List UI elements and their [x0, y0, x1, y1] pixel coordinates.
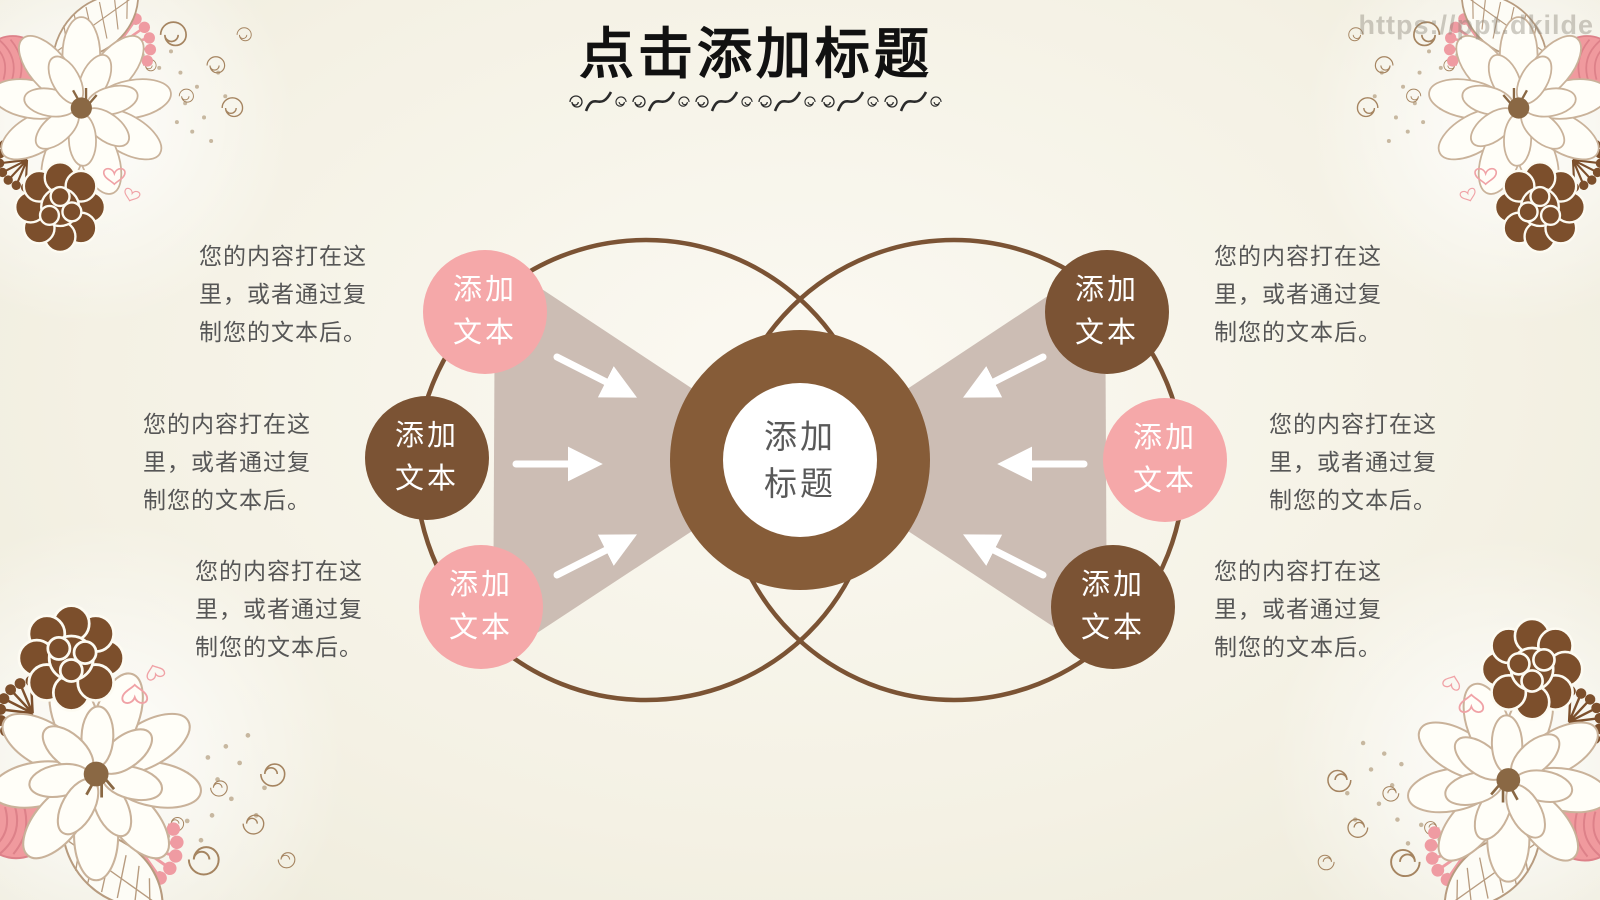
diagram-node-right-middle[interactable]: 添加 文本	[1103, 398, 1227, 522]
slide-title[interactable]: 点击添加标题	[578, 23, 933, 85]
arrow-left-bottom-icon	[553, 534, 637, 579]
diagram-center-label: 添加 标题	[723, 383, 877, 537]
arrow-right-top-icon	[963, 353, 1047, 398]
description-left-middle[interactable]: 您的内容打在这 里，或者通过复 制您的文本后。	[143, 411, 311, 513]
watermark-url: https://ppt.dkilde	[1358, 10, 1594, 40]
ornament-divider-icon	[566, 88, 946, 116]
description-left-top[interactable]: 您的内容打在这 里，或者通过复 制您的文本后。	[199, 243, 367, 345]
description-right-middle[interactable]: 您的内容打在这 里，或者通过复 制您的文本后。	[1269, 411, 1437, 513]
diagram-node-right-bottom[interactable]: 添加 文本	[1051, 545, 1175, 669]
diagram-node-left-top[interactable]: 添加 文本	[423, 250, 547, 374]
description-right-bottom[interactable]: 您的内容打在这 里，或者通过复 制您的文本后。	[1214, 558, 1382, 660]
diagram-node-left-bottom[interactable]: 添加 文本	[419, 545, 543, 669]
description-right-top[interactable]: 您的内容打在这 里，或者通过复 制您的文本后。	[1214, 243, 1382, 345]
diagram-node-right-top[interactable]: 添加 文本	[1045, 250, 1169, 374]
slide-header: 点击添加标题	[0, 24, 1512, 116]
arrow-right-bottom-icon	[963, 534, 1047, 579]
diagram-center-node[interactable]: 添加 标题	[670, 330, 930, 590]
description-left-bottom[interactable]: 您的内容打在这 里，或者通过复 制您的文本后。	[195, 558, 363, 660]
arrow-left-top-icon	[553, 353, 637, 398]
diagram-node-left-middle[interactable]: 添加 文本	[365, 396, 489, 520]
